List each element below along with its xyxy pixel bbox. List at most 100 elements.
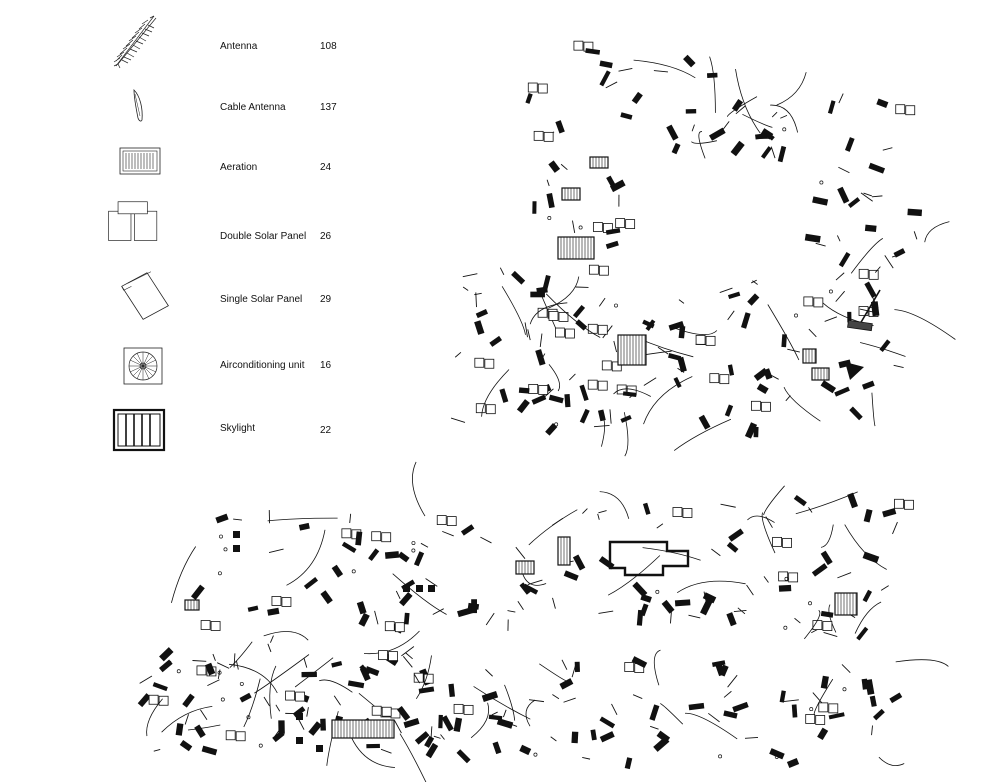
cable-antenna-marker (568, 373, 576, 381)
antenna-marker (837, 186, 850, 204)
solar-panel-marker (695, 334, 706, 345)
cable-line (924, 221, 950, 243)
cable-antenna-marker (643, 377, 657, 386)
antenna-marker (413, 551, 425, 567)
legend-row-double-solar-panel: Double Solar Panel 26 (0, 195, 380, 255)
solar-panel-marker (682, 508, 693, 518)
point-marker (547, 216, 552, 220)
antenna-marker (683, 54, 696, 68)
cable-antenna-marker (613, 340, 617, 353)
antenna-marker (519, 744, 532, 756)
antenna-marker (778, 584, 792, 592)
solar-panel-marker (527, 82, 538, 93)
cable-antenna-marker (860, 192, 873, 202)
solar-panel-marker (573, 40, 584, 51)
antenna-marker (599, 731, 615, 743)
legend-row-antenna: Antenna 108 (0, 15, 380, 78)
antenna-marker (879, 339, 891, 353)
cable-line (795, 491, 858, 515)
solar-panel-marker (381, 532, 392, 543)
cable-antenna-marker (711, 548, 721, 557)
double-solar-panel-icon (108, 201, 158, 241)
antenna-marker (873, 708, 885, 721)
cable-antenna-marker (420, 542, 429, 548)
cable-antenna-marker (236, 661, 239, 670)
antenna-marker (355, 531, 363, 546)
legend-label: Cable Antenna (220, 102, 286, 113)
antenna-marker (609, 179, 626, 193)
cable-line (525, 699, 536, 727)
antenna-marker (847, 311, 852, 323)
antenna-marker (861, 380, 875, 390)
cable-antenna-marker (275, 704, 281, 712)
antenna-marker (555, 120, 565, 134)
solar-panel-marker (761, 401, 771, 412)
antenna-marker (622, 391, 637, 397)
antenna-marker (425, 742, 439, 759)
cable-line (254, 654, 310, 694)
antenna-marker (711, 660, 726, 668)
legend-count: 137 (320, 102, 337, 113)
antenna-marker (441, 715, 454, 732)
cable-antenna-icon (133, 89, 143, 122)
antenna-marker (599, 716, 616, 729)
point-marker (794, 313, 798, 318)
solar-panel-marker (601, 360, 612, 371)
cable-antenna-marker (678, 299, 685, 304)
cable-line (828, 604, 837, 633)
antenna-marker (756, 383, 769, 395)
cable-antenna-marker (561, 659, 568, 670)
antenna-marker (882, 508, 897, 518)
solar-panel-marker (475, 403, 486, 414)
antenna-marker (347, 680, 365, 689)
cable-line (854, 601, 882, 634)
solar-panel-marker (538, 385, 549, 395)
antenna-marker (820, 380, 837, 394)
antenna-marker (862, 589, 873, 603)
skylight-marker (617, 334, 647, 366)
cable-line (350, 737, 396, 768)
antenna-marker (564, 393, 571, 408)
cable-line (598, 412, 605, 447)
cable-antenna-marker (454, 351, 462, 358)
antenna-marker (856, 626, 869, 641)
cable-antenna-marker (593, 424, 610, 428)
cable-antenna-marker (563, 697, 576, 703)
antenna-marker (730, 140, 745, 157)
skylight-marker (802, 348, 817, 364)
cable-antenna-marker (808, 328, 817, 338)
cable-antenna-marker (787, 348, 800, 353)
antenna-marker (215, 513, 229, 524)
cable-line (633, 59, 696, 79)
solar-panel-marker (533, 130, 544, 141)
cable-antenna-marker (517, 600, 524, 611)
skylight-marker (834, 592, 858, 616)
point-marker (783, 625, 788, 630)
cable-antenna-marker (838, 93, 844, 104)
cable-antenna-marker (794, 617, 801, 624)
antenna-marker (456, 749, 471, 764)
antenna-marker (763, 368, 773, 380)
antenna-marker (838, 251, 851, 268)
cable-antenna-marker (524, 322, 528, 338)
antenna-marker (292, 706, 306, 718)
legend: Antenna 108 Cable Antenna 137 Aeration 2… (0, 0, 380, 460)
antenna-marker (525, 93, 533, 104)
antenna-marker (492, 741, 502, 755)
cable-antenna-marker (691, 124, 695, 132)
antenna-marker (368, 548, 380, 562)
antenna-marker (870, 301, 880, 317)
antenna-marker (719, 664, 729, 677)
cable-antenna-marker (374, 610, 379, 625)
cable-antenna-marker (735, 105, 746, 115)
cable-antenna-marker (139, 675, 153, 684)
antenna-marker (531, 394, 547, 405)
antenna-marker (649, 704, 660, 721)
antenna-marker (518, 387, 530, 394)
cable-antenna-marker (656, 523, 664, 529)
cable-line (895, 659, 949, 667)
antenna-marker (828, 712, 845, 720)
antenna-marker (599, 70, 611, 87)
cable-line (676, 580, 746, 594)
cable-antenna-marker (727, 310, 735, 321)
